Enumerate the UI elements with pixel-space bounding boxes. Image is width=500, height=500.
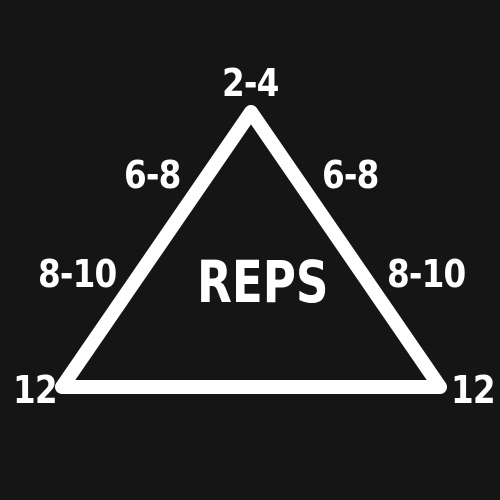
left-upper-rep-label: 6-8 — [124, 153, 181, 197]
bottom-left-rep-label: 12 — [13, 368, 58, 412]
triangle-outline — [55, 105, 447, 394]
left-middle-rep-label: 8-10 — [38, 252, 117, 296]
center-title: REPS — [197, 248, 329, 316]
right-upper-rep-label: 6-8 — [322, 153, 379, 197]
right-middle-rep-label: 8-10 — [387, 252, 466, 296]
bottom-right-rep-label: 12 — [451, 368, 496, 412]
top-rep-label: 2-4 — [222, 61, 279, 105]
